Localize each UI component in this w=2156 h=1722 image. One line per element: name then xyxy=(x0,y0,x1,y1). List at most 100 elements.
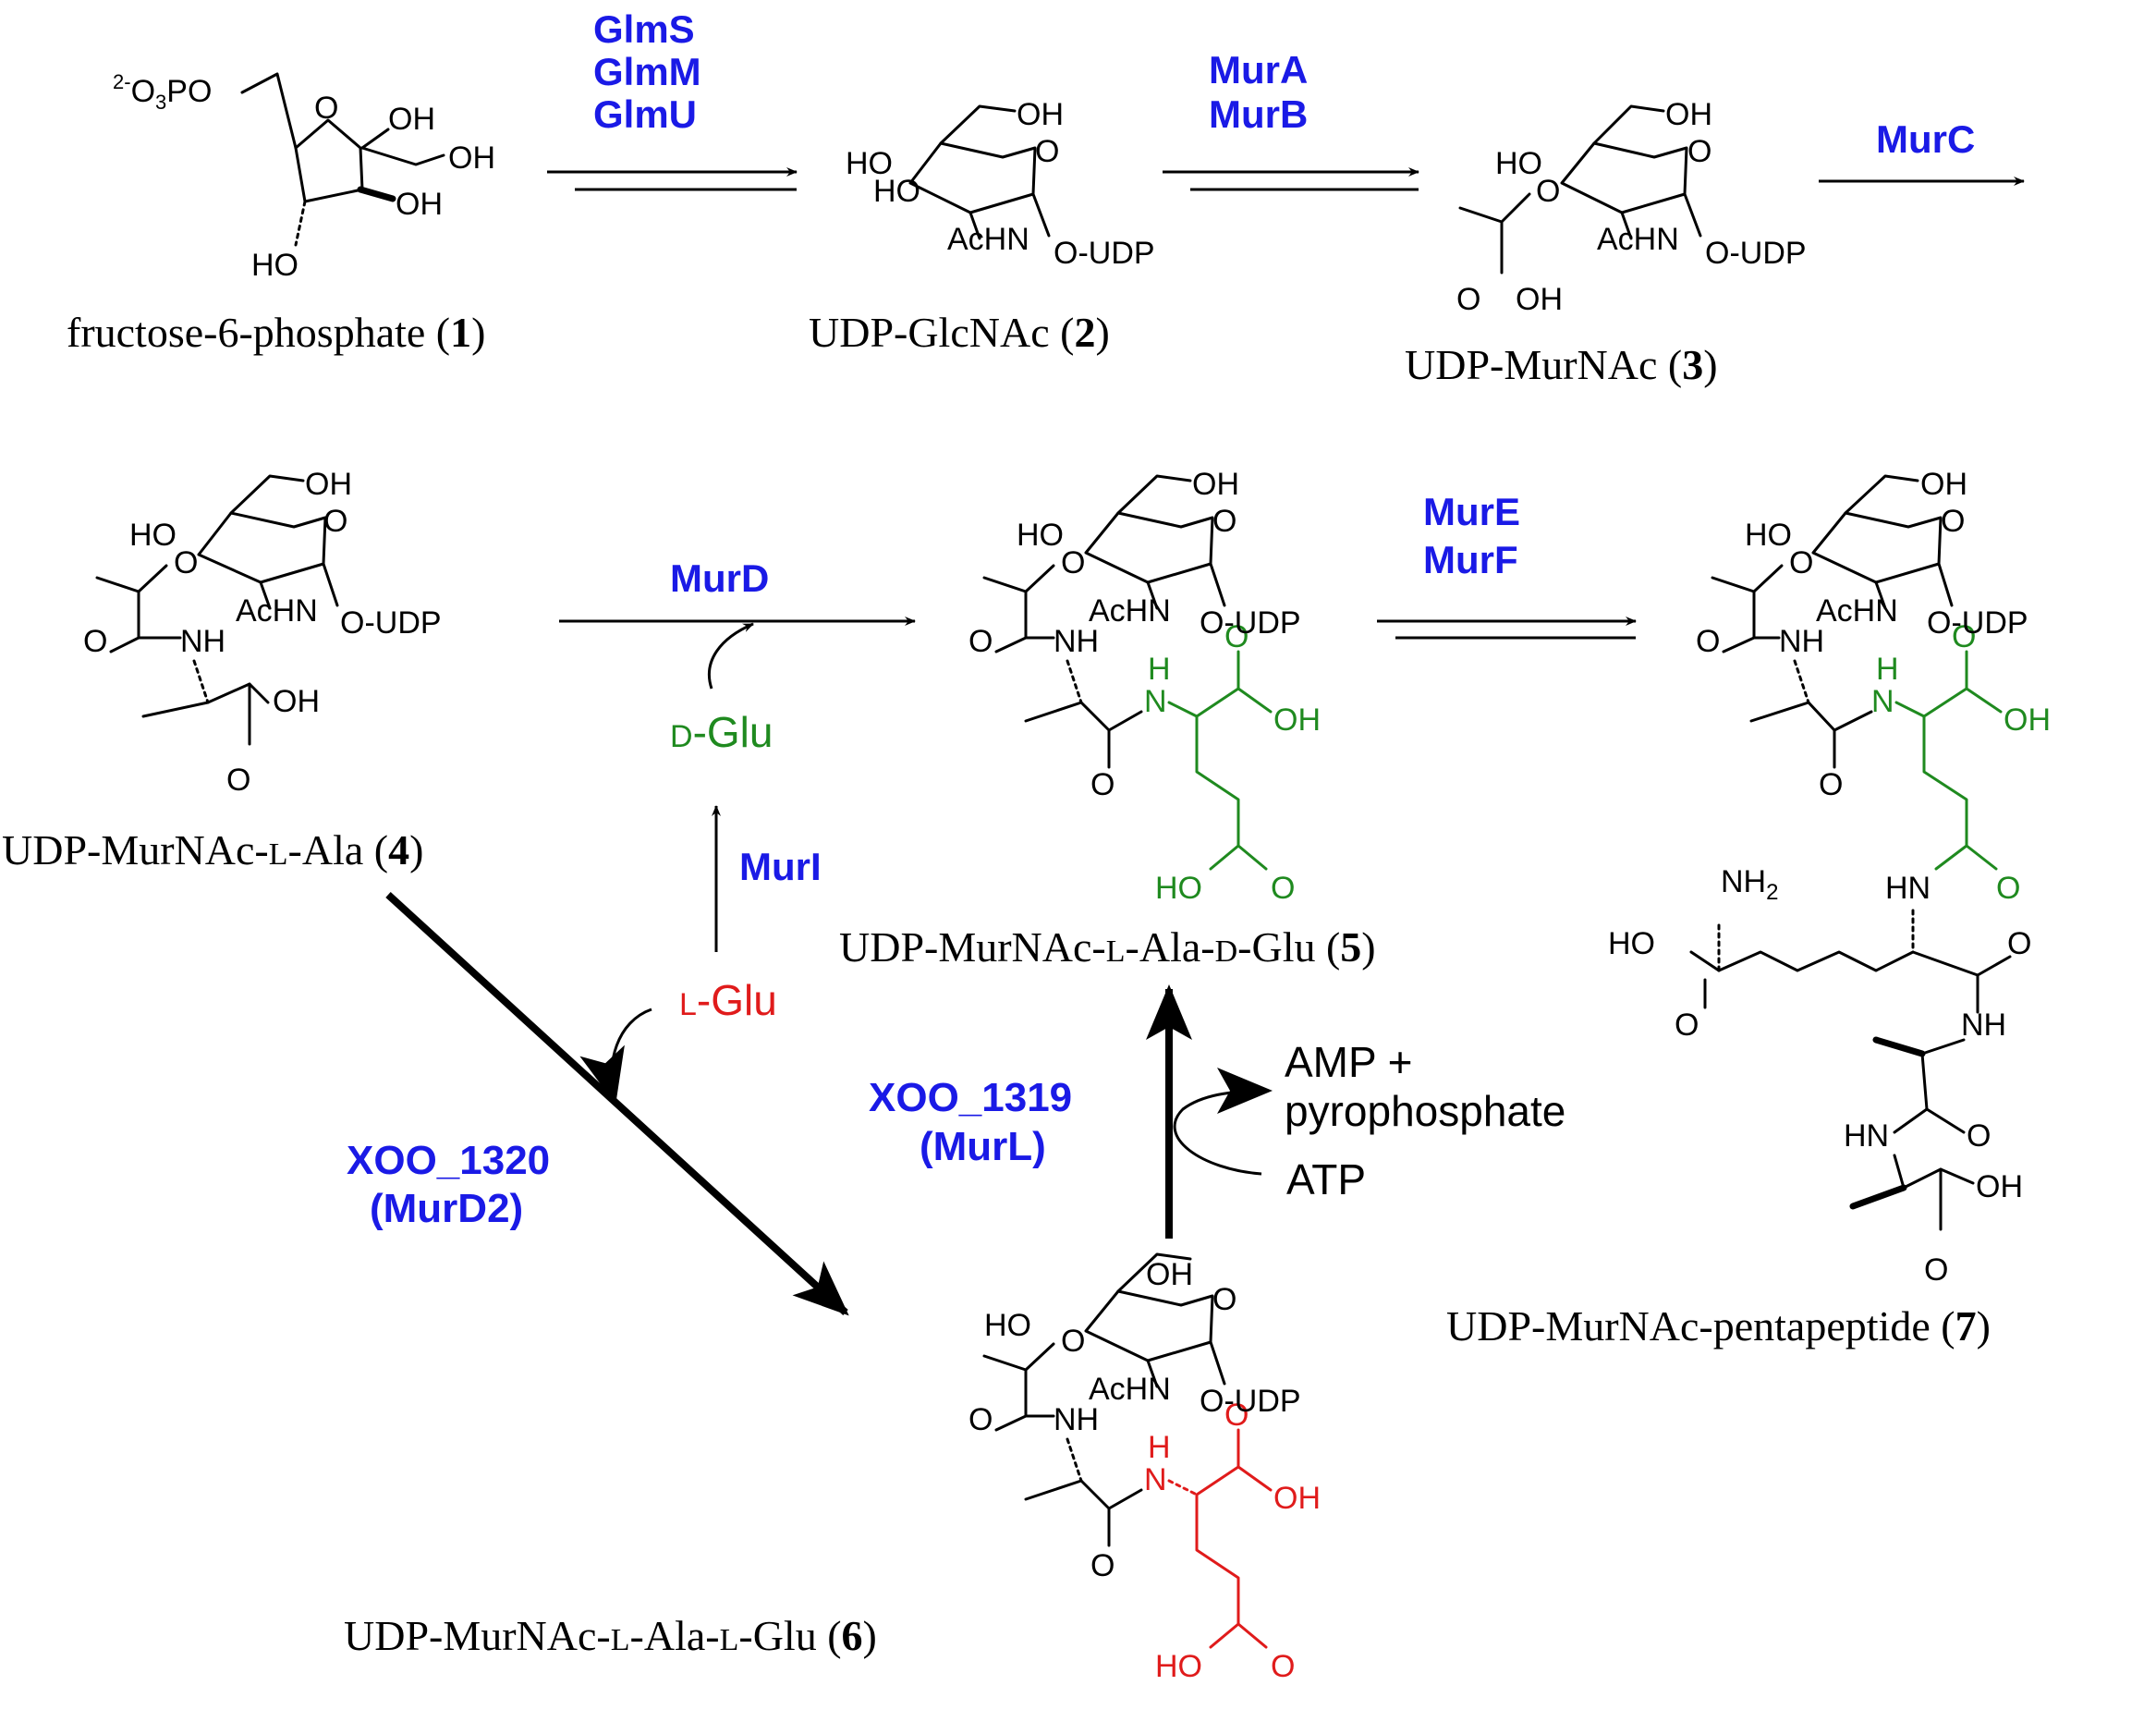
carbonyl-oxygen: O xyxy=(1271,871,1295,906)
nh2-label: NH2 xyxy=(1721,864,1778,905)
enzyme-mure: MurE xyxy=(1423,490,1520,533)
n-label: N xyxy=(1144,684,1167,719)
ether-oxygen: O xyxy=(1536,174,1560,209)
arrow-4-6 xyxy=(385,892,849,1316)
enzyme-glmm: GlmM xyxy=(593,50,701,93)
nh-label: NH xyxy=(1779,624,1824,659)
ring-oxygen: O xyxy=(323,504,347,539)
carbonyl-oxygen: O xyxy=(1090,767,1115,802)
carbonyl-oxygen: O xyxy=(1924,1252,1948,1288)
enzyme-murf: MurF xyxy=(1423,538,1518,581)
carbonyl-oxygen: O xyxy=(1090,1548,1115,1583)
compound-5-label: UDP-MurNAc-L-Ala-D-Glu (5) xyxy=(839,923,1376,971)
ether-oxygen: O xyxy=(1061,545,1085,580)
dglu-curved-arrow xyxy=(707,622,754,690)
phosphate-label: 2-O3PO xyxy=(113,70,212,114)
oudp-label: O-UDP xyxy=(1927,605,2028,641)
ho-label: HO xyxy=(846,146,893,181)
compound-2-label: UDP-GlcNAc (2) xyxy=(809,309,1110,356)
oh-label: OH xyxy=(1192,467,1239,502)
ho-label: HO xyxy=(1155,871,1202,906)
compound-2-structure: OH O HO HO AcHN O-UDP xyxy=(846,97,1155,271)
compound-3-label: UDP-MurNAc (3) xyxy=(1405,341,1718,388)
oh-label: OH xyxy=(1976,1169,2023,1204)
compound-7-structure: OH O HO O O NH O N H O OH O HN NH2 HO O … xyxy=(1608,467,2051,1288)
achn-label: AcHN xyxy=(947,222,1029,257)
enzyme-mura: MurA xyxy=(1209,48,1308,92)
carbonyl-oxygen: O xyxy=(1819,767,1843,802)
ring-oxygen: O xyxy=(1212,1282,1236,1317)
h-label: H xyxy=(1148,1430,1171,1465)
ho-label: HO xyxy=(1495,146,1542,181)
carbonyl-oxygen: O xyxy=(226,763,250,798)
carbonyl-oxygen: O xyxy=(1456,282,1480,317)
compound-5-structure: OH O HO O O NH O N H O OH O HO AcHN O-UD… xyxy=(968,467,1321,906)
oudp-label: O-UDP xyxy=(1200,1384,1301,1419)
ring-oxygen: O xyxy=(1687,134,1711,169)
enzyme-murb: MurB xyxy=(1209,92,1308,136)
compound-6-structure: OH O HO O O NH O N H O OH O HO AcHN O-UD… xyxy=(968,1252,1321,1684)
ether-oxygen: O xyxy=(1061,1324,1085,1359)
dglu-label: D-Glu xyxy=(670,708,773,756)
ho-label: HO xyxy=(129,518,177,553)
carbonyl-oxygen: O xyxy=(1696,624,1720,659)
enzyme-murd: MurD xyxy=(670,556,769,600)
enzyme-xoo1320: XOO_1320 xyxy=(347,1138,550,1183)
carbonyl-oxygen: O xyxy=(83,624,107,659)
oh-label: OH xyxy=(1920,467,1967,502)
nh-label: NH xyxy=(1961,1008,2006,1043)
oh-label: OH xyxy=(273,684,320,719)
carbonyl-oxygen: O xyxy=(968,624,993,659)
achn-label: AcHN xyxy=(1816,593,1898,629)
carbonyl-oxygen: O xyxy=(1224,619,1249,654)
enzyme-murc: MurC xyxy=(1876,117,1975,161)
enzyme-murd2: (MurD2) xyxy=(370,1186,523,1231)
ho-label: HO xyxy=(1017,518,1064,553)
oudp-label: O-UDP xyxy=(1054,236,1155,271)
amp-label: AMP + xyxy=(1285,1038,1413,1086)
oh-label: OH xyxy=(1665,97,1712,132)
achn-label: AcHN xyxy=(1597,222,1679,257)
ho-label: HO xyxy=(984,1308,1031,1343)
carbonyl-oxygen: O xyxy=(1224,1398,1249,1433)
oh-label: OH xyxy=(1273,1481,1321,1516)
ho-label: HO xyxy=(251,248,298,283)
n-label: N xyxy=(1871,684,1894,719)
lglu-label: L-Glu xyxy=(679,976,777,1024)
ring-oxygen: O xyxy=(1941,504,1965,539)
oudp-label: O-UDP xyxy=(1200,605,1301,641)
atp-label: ATP xyxy=(1286,1155,1366,1203)
nh-label: NH xyxy=(1054,1402,1099,1437)
ho-label: HO xyxy=(873,174,920,209)
oudp-label: O-UDP xyxy=(340,605,442,641)
compound-6-label: UDP-MurNAc-L-Ala-L-Glu (6) xyxy=(344,1612,877,1659)
compound-4-label: UDP-MurNAc-L-Ala (4) xyxy=(2,826,423,873)
enzyme-murl: (MurL) xyxy=(920,1124,1046,1169)
oh-label: OH xyxy=(2004,702,2051,738)
compound-7-label: UDP-MurNAc-pentapeptide (7) xyxy=(1446,1302,1991,1350)
h-label: H xyxy=(1876,652,1899,687)
ring-oxygen: O xyxy=(1212,504,1236,539)
ho-label: HO xyxy=(1745,518,1792,553)
n-label: N xyxy=(1144,1462,1167,1497)
enzyme-glms: GlmS xyxy=(593,7,695,51)
enzyme-xoo1319: XOO_1319 xyxy=(869,1075,1072,1120)
ring-oxygen: O xyxy=(314,91,338,126)
compound-1-label: fructose-6-phosphate (1) xyxy=(67,309,485,356)
compound-1-structure: 2-O3PO O OH OH OH HO xyxy=(113,70,495,283)
ho-label: HO xyxy=(1608,926,1655,961)
carbonyl-oxygen: O xyxy=(1675,1008,1699,1043)
carbonyl-oxygen: O xyxy=(1271,1649,1295,1684)
nh-label: NH xyxy=(1054,624,1099,659)
atp-curved-arrow xyxy=(1173,1068,1273,1176)
oh-label: OH xyxy=(1017,97,1064,132)
nh-label: NH xyxy=(180,624,225,659)
enzyme-muri: MurI xyxy=(739,845,822,888)
compound-4-structure: OH O HO O O NH OH O AcHN O-UDP xyxy=(83,467,442,798)
ether-oxygen: O xyxy=(174,545,198,580)
ho-label: HO xyxy=(1155,1649,1202,1684)
oh-label: OH xyxy=(305,467,352,502)
oh-label: OH xyxy=(1273,702,1321,738)
hn-label: HN xyxy=(1885,871,1931,906)
